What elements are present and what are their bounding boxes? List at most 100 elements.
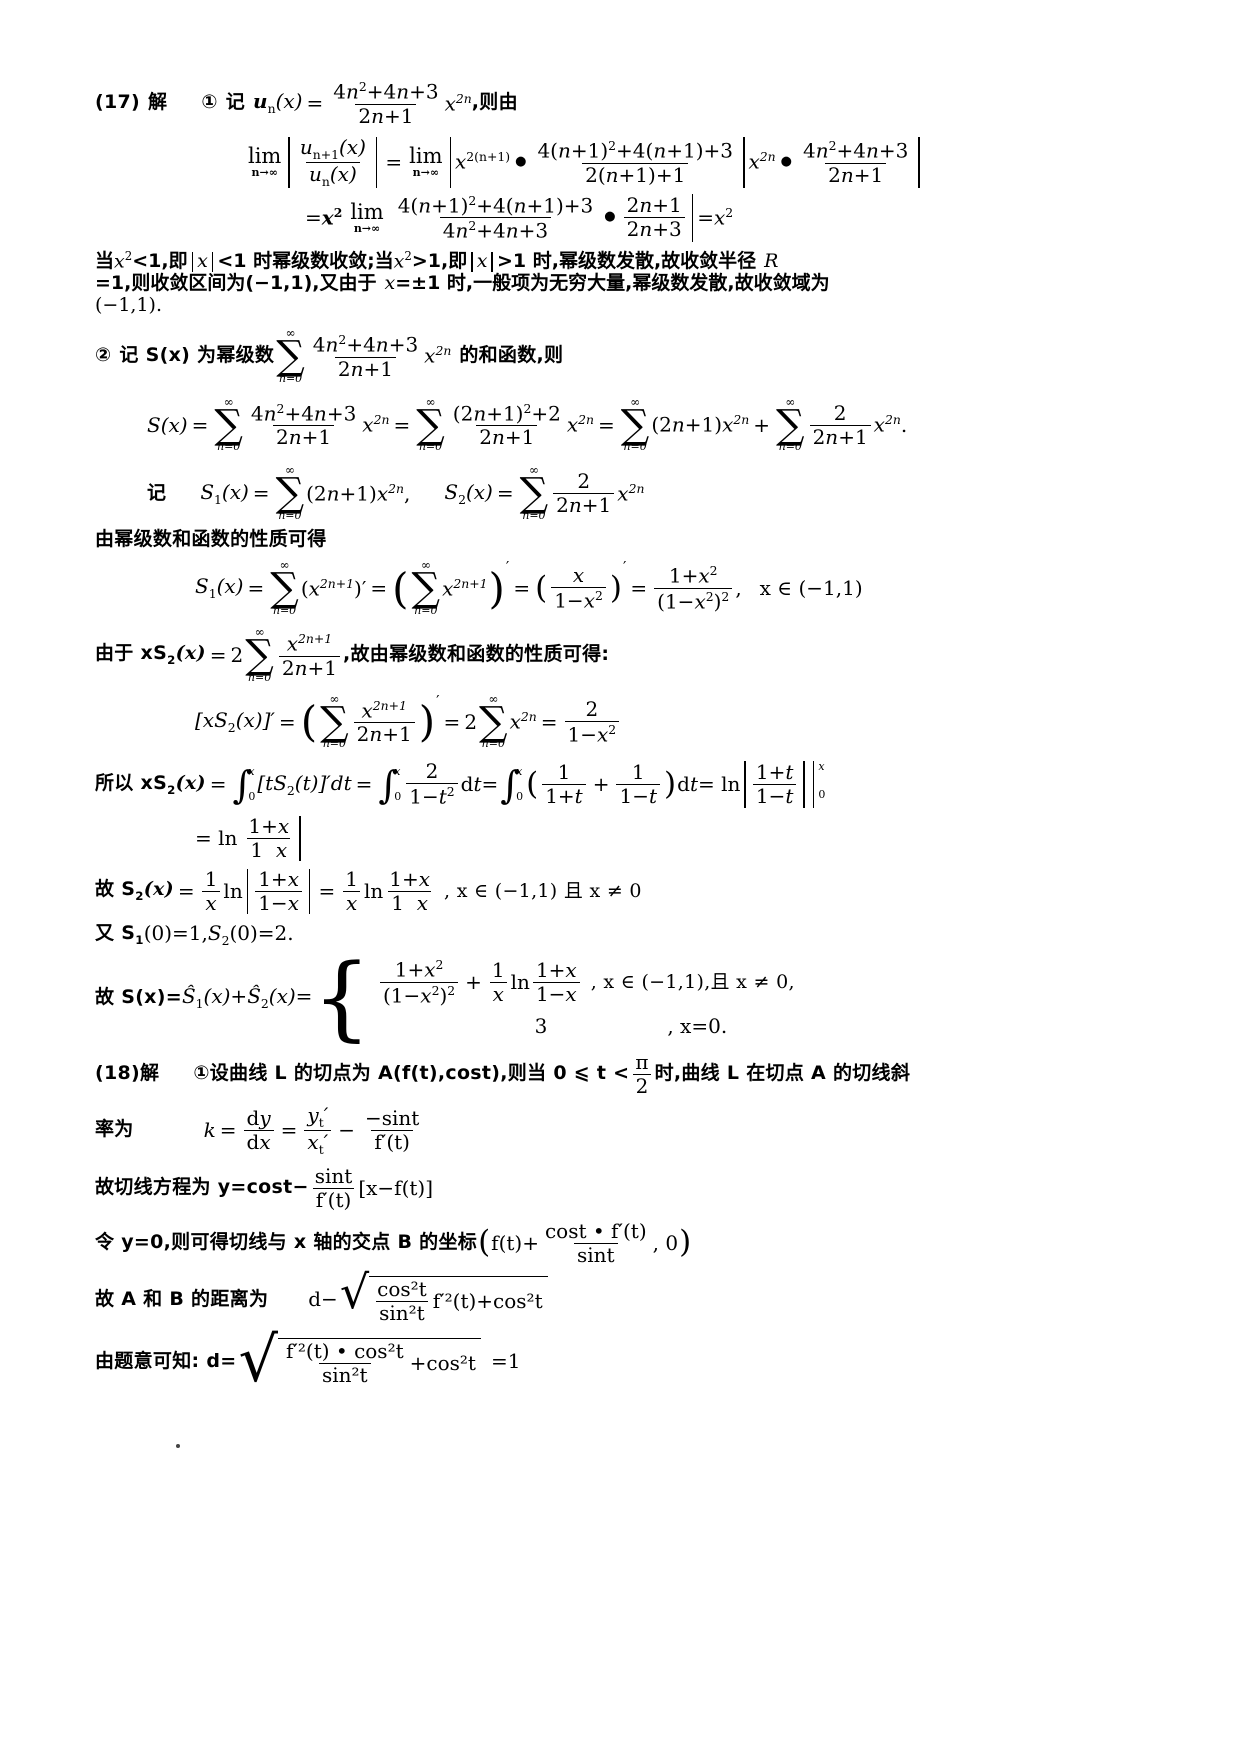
problem-17-number: (17) — [95, 91, 141, 114]
p18-line1-a: 设曲线 L 的切点为 A(f(t),cost),则当 0 ⩽ t < — [209, 1062, 630, 1085]
int3-upper: x — [516, 764, 523, 778]
sqrt-2: √ f′²(t) • cos²t sin²t +cos²t — [238, 1328, 481, 1390]
paren-open-5: ( — [478, 1224, 491, 1261]
abs-open-p1 — [191, 251, 194, 272]
sum-lower-11: n=0 — [322, 737, 347, 751]
S-expansion-line: S(x)= ∞ ∑ n=0 4n2+4n+3 2n+1 x2n = ∞ ∑ n=… — [147, 394, 908, 455]
two-symbol: 2 — [632, 1073, 652, 1097]
S-x1: x2n — [362, 412, 390, 437]
abs-bar-close-3 — [918, 136, 920, 188]
paren-close-3: ) — [418, 697, 436, 747]
pw-ln-den: 1−x — [532, 982, 580, 1005]
pw-cond-1: , x ∈ (−1,1),且 x ≠ 0, — [590, 970, 795, 993]
dt-1: dt= — [460, 772, 499, 797]
x-a: x — [197, 249, 208, 272]
conv-l1-b: <1,即 — [132, 249, 188, 272]
line4-frac: cost • f′(t) sint — [542, 1220, 650, 1266]
sum-upper-5: ∞ — [785, 394, 796, 409]
S-values-line: 又 S1 (0)=1,S2(0)=2. — [95, 922, 1135, 948]
x-b: x — [476, 249, 488, 272]
conv-line-2: =1,则收敛区间为(−1,1),又由于 x =±1 时,一般项为无穷大量,幂级数… — [95, 272, 1135, 295]
conv-l1-a: 当 — [95, 249, 115, 272]
int-frac-1: 2 1−t2 — [406, 759, 458, 808]
sigma-glyph-6: ∑ — [275, 470, 305, 517]
S2-x: x2n — [617, 481, 645, 506]
sigma-glyph-9: ∑ — [411, 565, 441, 612]
abs-bar-open-2 — [449, 136, 452, 188]
p18-line5-prefix: 故 A 和 B 的距离为 — [95, 1287, 269, 1310]
pi-over-2: π 2 — [632, 1049, 652, 1097]
paren-open-1: ( — [392, 563, 409, 613]
sum-lower-7: n=0 — [522, 509, 546, 523]
pi-symbol: π — [635, 1049, 649, 1074]
S2-res-f2-den: x — [342, 891, 361, 914]
S2-res-f2: 1 x — [342, 869, 361, 914]
ln-frac-t-num: 1+t — [755, 760, 794, 785]
xS2-deriv-num: x2n+1 — [361, 697, 407, 723]
S1-inner-frac: x 1−x2 — [551, 565, 606, 612]
pw-ln-frac: 1+x 1−x — [532, 958, 580, 1005]
xt-den: xt′ — [304, 1129, 332, 1156]
x-power-2n: x2n — [444, 90, 472, 116]
S-f4-den: 2n+1 — [809, 424, 871, 448]
S2-num: 2 — [577, 469, 591, 494]
sum-lower-10: n=0 — [247, 670, 272, 684]
conv-l3: (−1,1). — [95, 294, 163, 317]
S1-inner-den: 1−x2 — [551, 587, 606, 612]
int-frac-1-num: 2 — [425, 759, 439, 784]
abs-bar-open — [288, 136, 290, 188]
sum-symbol-8: ∞ ∑ n=0 — [270, 559, 299, 618]
int-frac-1-den: 1−t2 — [406, 783, 458, 808]
xS2-result-den: 1−x2 — [564, 720, 620, 746]
dy-dx-frac: dy dx — [243, 1107, 274, 1153]
sum-symbol-11: ∞ ∑ n=0 — [320, 693, 349, 752]
integral-glyph-2: ∫ — [378, 762, 399, 807]
S-term3: (2n+1)x2n — [651, 412, 750, 437]
un-numerator: 4n2+4n+3 — [333, 79, 439, 104]
xS2-fraction: x2n+1 2n+1 — [278, 632, 340, 679]
sum-upper-1: ∞ — [285, 325, 296, 340]
S1-term1: (x2n+1)′ — [300, 575, 367, 601]
mult-dot-2: ● — [780, 153, 793, 169]
problem-17-solution-label: 解 — [148, 91, 168, 114]
pw-ln-num: 1+x — [535, 958, 577, 983]
problem-18-number: (18) — [95, 1062, 141, 1085]
sigma-glyph-10: ∑ — [245, 631, 274, 678]
sum-upper-4: ∞ — [630, 394, 641, 409]
u-ratio-den: un(x) — [305, 161, 360, 188]
p18-slope-line: 率为 k= dy dx = yt′ xt′ − −sint f′(t) — [95, 1104, 1135, 1156]
paren-close-4: ) — [664, 765, 677, 802]
xS2-intro-line: 由于 xS2(x) =2 ∞ ∑ n=0 x2n+1 2n+1 ,故由幂级数和函… — [95, 624, 610, 684]
ln-frac-t: 1+t 1−t — [752, 760, 797, 807]
sum-lower-1: n=0 — [278, 371, 303, 385]
limit-operator-2: lim n→∞ — [409, 145, 442, 179]
eval-upper: x — [818, 760, 825, 774]
sqrt2-frac: f′²(t) • cos²t sin²t — [283, 1340, 407, 1386]
line4-inner-post: , 0 — [652, 1230, 679, 1255]
int-body-1: [tS2(t)]′dt — [257, 770, 352, 798]
sigma-glyph-3: ∑ — [416, 401, 445, 448]
int3-lower: 0 — [516, 790, 524, 804]
paren-open-3: ( — [300, 697, 318, 747]
int2-lower: 0 — [394, 790, 402, 804]
S2-ln1-den: 1−x — [255, 891, 302, 914]
sum-upper-2: ∞ — [223, 394, 234, 409]
conv-l2-a: =1,则收敛区间为(−1,1),又由于 — [95, 272, 377, 295]
S2-symbol: S2(x) — [444, 479, 493, 507]
S2-fraction: 2 2n+1 — [553, 469, 615, 516]
integral-prefix: 所以 xS2(x) — [95, 771, 206, 797]
sum-symbol-5: ∞ ∑ n=0 — [776, 396, 805, 455]
ratio-a-num: 4(n+1)2+4(n+1)+3 — [397, 192, 594, 218]
sum-upper-8: ∞ — [279, 558, 290, 573]
S2-ln-1: ln — [223, 879, 243, 904]
xS2-deriv-frac: x2n+1 2n+1 — [353, 697, 415, 746]
S1-symbol: S1(x) — [200, 479, 249, 507]
int-result-den: 1 x — [247, 838, 291, 861]
pw-f1-num: 1+x2 — [394, 957, 444, 983]
S-f1-num: 4n2+4n+3 — [250, 400, 357, 426]
xS2-text-b: ,故由幂级数和函数的性质可得: — [342, 643, 610, 666]
S1-deriv-lhs: S1(x) — [195, 574, 244, 602]
